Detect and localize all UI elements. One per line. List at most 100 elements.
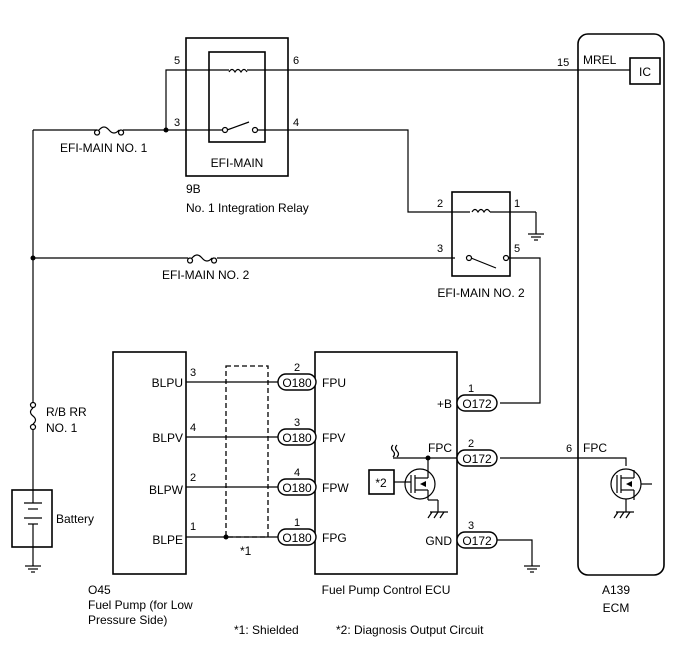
diag-box-label: *2 bbox=[375, 476, 387, 490]
pin-label: 3 bbox=[190, 367, 196, 379]
relay-outer-box bbox=[185, 37, 289, 177]
connector-label: O180 bbox=[282, 481, 312, 495]
pin-label: 1 bbox=[468, 383, 474, 395]
pump-ecu-box bbox=[314, 351, 458, 575]
connector-label: O172 bbox=[462, 534, 492, 548]
wire bbox=[257, 129, 470, 213]
pin-label: 3 bbox=[174, 117, 180, 129]
pin-label: 3 bbox=[437, 243, 443, 255]
terminal-label: GND bbox=[425, 534, 452, 548]
connector-label: O172 bbox=[462, 397, 492, 411]
pin-label: 3 bbox=[294, 417, 300, 429]
ecm-code: A139 bbox=[602, 583, 630, 597]
terminal-label: BLPE bbox=[152, 533, 183, 547]
fuel-pump: BLPU BLPV BLPW BLPE 3 4 2 1 O45 Fuel Pum… bbox=[88, 351, 196, 627]
relay-contact-icon bbox=[465, 254, 473, 262]
wire bbox=[500, 257, 541, 404]
relay-name: EFI-MAIN NO. 2 bbox=[437, 286, 525, 300]
connector-label: O180 bbox=[282, 431, 312, 445]
ground-icon bbox=[25, 565, 41, 573]
ecm-name: ECM bbox=[603, 601, 630, 615]
shield-box bbox=[225, 365, 269, 538]
connector-label: O172 bbox=[462, 452, 492, 466]
connector: O180 bbox=[277, 528, 317, 546]
junction-dot bbox=[223, 534, 229, 540]
pin-label: 4 bbox=[190, 422, 196, 434]
fuse-label: NO. 1 bbox=[46, 421, 78, 435]
connector: O172 bbox=[456, 394, 498, 412]
junction-dot bbox=[163, 127, 169, 133]
pin-label: 15 bbox=[557, 57, 569, 69]
connector: O180 bbox=[277, 373, 317, 391]
connector: O172 bbox=[456, 449, 498, 467]
fuse-icon bbox=[93, 126, 125, 136]
relay-coil-icon bbox=[228, 68, 248, 74]
terminal-label: BLPU bbox=[152, 376, 183, 390]
terminal-label: FPU bbox=[322, 376, 346, 390]
pin-label: 3 bbox=[468, 520, 474, 532]
pin-label: 2 bbox=[437, 198, 443, 210]
relay-description: No. 1 Integration Relay bbox=[186, 201, 309, 215]
pin-label: 6 bbox=[566, 443, 572, 455]
connector: O180 bbox=[277, 428, 317, 446]
pin-label: 5 bbox=[514, 243, 520, 255]
ecm-box bbox=[577, 33, 665, 576]
connector: O180 bbox=[277, 478, 317, 496]
relay-switch-icon bbox=[226, 121, 250, 131]
terminal-label: BLPV bbox=[152, 431, 183, 445]
pin-label: 2 bbox=[190, 472, 196, 484]
relay-contact-icon bbox=[251, 126, 259, 134]
wire bbox=[500, 457, 627, 466]
pin-label: 2 bbox=[468, 438, 474, 450]
terminal-label: +B bbox=[437, 397, 452, 411]
battery-label: Battery bbox=[56, 512, 94, 526]
wire bbox=[165, 69, 229, 130]
fuse-label: EFI-MAIN NO. 2 bbox=[162, 268, 250, 282]
terminal-label: FPG bbox=[322, 531, 347, 545]
transistor-icon bbox=[404, 468, 436, 500]
connector: O172 bbox=[456, 531, 498, 549]
pin-label: 6 bbox=[293, 55, 299, 67]
terminal-label: FPC bbox=[428, 441, 452, 455]
pin-label: 2 bbox=[294, 362, 300, 374]
fuse-label: R/B RR bbox=[46, 405, 87, 419]
battery-icon bbox=[24, 490, 42, 547]
terminal-label: FPC bbox=[583, 441, 607, 455]
pin-label: 1 bbox=[294, 517, 300, 529]
note-shielded: *1: Shielded bbox=[234, 623, 299, 637]
note-diagnosis: *2: Diagnosis Output Circuit bbox=[336, 623, 484, 637]
chassis-ground-icon bbox=[613, 511, 634, 519]
pump-ecu-name: Fuel Pump Control ECU bbox=[322, 583, 451, 597]
noise-symbol-icon bbox=[390, 444, 400, 458]
fuse-icon bbox=[29, 423, 37, 431]
shield-mark: *1 bbox=[240, 544, 252, 558]
wire bbox=[497, 539, 533, 566]
relay-contact-icon bbox=[502, 254, 510, 262]
relay-inner-box bbox=[208, 51, 266, 143]
ic-box bbox=[629, 57, 661, 85]
battery: Battery bbox=[11, 489, 94, 548]
terminal-label: BLPW bbox=[149, 483, 184, 497]
efi-main-no2-relay: 2 1 3 5 EFI-MAIN NO. 2 bbox=[437, 191, 536, 300]
terminal-label: MREL bbox=[583, 53, 617, 67]
relay-box bbox=[451, 191, 511, 277]
pin-label: 4 bbox=[293, 117, 299, 129]
wire bbox=[427, 457, 457, 470]
efi-main-relay: EFI-MAIN 5 6 3 4 9B No. 1 Integration Re… bbox=[174, 37, 309, 215]
pin-label: 1 bbox=[514, 198, 520, 210]
relay-switch-icon bbox=[470, 257, 497, 269]
relay-coil-icon bbox=[471, 208, 491, 214]
connector-label: O180 bbox=[282, 376, 312, 390]
terminal-label: FPW bbox=[322, 481, 349, 495]
transistor-icon bbox=[420, 481, 426, 487]
ground-icon bbox=[524, 565, 540, 573]
ecm: IC 15 MREL 6 FPC A139 ECM bbox=[500, 33, 665, 615]
fuse-icon bbox=[186, 254, 218, 264]
ground-icon bbox=[528, 233, 544, 241]
fuel-pump-name: Pressure Side) bbox=[88, 613, 167, 627]
fuel-pump-code: O45 bbox=[88, 583, 111, 597]
battery-box bbox=[11, 489, 53, 548]
terminal-label: FPV bbox=[322, 431, 345, 445]
relay-name: EFI-MAIN bbox=[211, 156, 264, 170]
